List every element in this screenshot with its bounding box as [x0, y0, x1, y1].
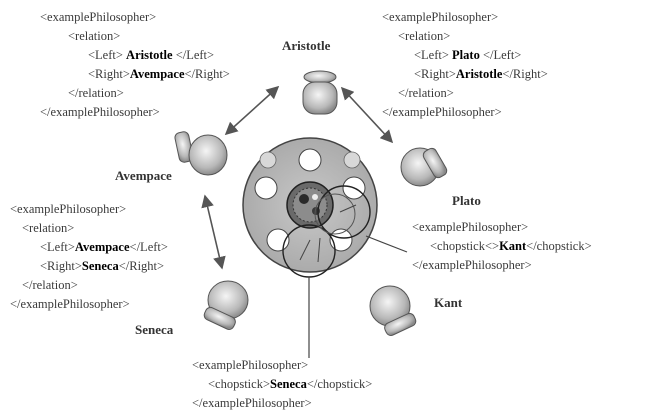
xml-open-tag: <examplePhilosopher>	[192, 356, 372, 375]
xml-tag: </Left>	[130, 240, 168, 254]
xml-left-line: <Left> Aristotle </Left>	[40, 46, 230, 65]
xml-close-tag: </examplePhilosopher>	[192, 394, 372, 413]
xml-value: Aristotle	[126, 48, 173, 62]
xml-tag: <chopstick<>	[430, 239, 499, 253]
dining-table	[243, 138, 377, 277]
xml-block-aristotle-avempace: <examplePhilosopher> <relation> <Left> A…	[40, 8, 230, 122]
callout-line-kant	[366, 236, 407, 252]
xml-value: Avempace	[130, 67, 185, 81]
relation-arrow-aristotle-avempace	[226, 87, 278, 134]
xml-value: Plato	[452, 48, 480, 62]
label-plato: Plato	[452, 193, 481, 209]
xml-block-plato-aristotle: <examplePhilosopher> <relation> <Left> P…	[382, 8, 548, 122]
xml-relation-close: </relation>	[40, 84, 230, 103]
chair-seneca	[203, 281, 248, 331]
xml-close-tag: </examplePhilosopher>	[40, 103, 230, 122]
xml-tag: <Left>	[40, 240, 75, 254]
xml-chopstick-line: <chopstick<>Kant</chopstick>	[412, 237, 592, 256]
xml-left-line: <Left> Plato </Left>	[382, 46, 548, 65]
xml-relation-close: </relation>	[382, 84, 548, 103]
xml-right-line: <Right>Avempace</Right>	[40, 65, 230, 84]
xml-open-tag: <examplePhilosopher>	[10, 200, 168, 219]
xml-chopstick-line: <chopstick>Seneca</chopstick>	[192, 375, 372, 394]
xml-value: Kant	[499, 239, 526, 253]
xml-value: Aristotle	[456, 67, 503, 81]
chair-plato	[401, 147, 449, 186]
xml-open-tag: <examplePhilosopher>	[412, 218, 592, 237]
xml-tag: <Left>	[88, 48, 123, 62]
xml-value: Avempace	[75, 240, 130, 254]
plate	[260, 152, 276, 168]
xml-open-tag: <examplePhilosopher>	[382, 8, 548, 27]
plate	[344, 152, 360, 168]
label-seneca: Seneca	[135, 322, 173, 338]
xml-relation-open: <relation>	[40, 27, 230, 46]
xml-right-line: <Right>Aristotle</Right>	[382, 65, 548, 84]
xml-tag: <Left>	[414, 48, 449, 62]
xml-tag: <Right>	[88, 67, 130, 81]
xml-tag: <Right>	[414, 67, 456, 81]
xml-right-line: <Right>Seneca</Right>	[10, 257, 168, 276]
chair-kant	[370, 286, 417, 337]
xml-tag: </Left>	[483, 48, 521, 62]
label-aristotle: Aristotle	[282, 38, 330, 54]
xml-value: Seneca	[270, 377, 307, 391]
xml-open-tag: <examplePhilosopher>	[40, 8, 230, 27]
xml-block-avempace-seneca: <examplePhilosopher> <relation> <Left>Av…	[10, 200, 168, 314]
plate	[255, 177, 277, 199]
xml-tag: <Right>	[40, 259, 82, 273]
xml-tag: </chopstick>	[526, 239, 591, 253]
label-kant: Kant	[434, 295, 462, 311]
xml-value: Seneca	[82, 259, 119, 273]
xml-relation-open: <relation>	[10, 219, 168, 238]
xml-relation-open: <relation>	[382, 27, 548, 46]
relation-arrow-avempace-seneca	[205, 196, 222, 268]
xml-tag: </Right>	[185, 67, 230, 81]
xml-relation-close: </relation>	[10, 276, 168, 295]
xml-close-tag: </examplePhilosopher>	[10, 295, 168, 314]
label-avempace: Avempace	[115, 168, 172, 184]
xml-tag: </Right>	[502, 67, 547, 81]
xml-block-kant: <examplePhilosopher> <chopstick<>Kant</c…	[412, 218, 592, 275]
xml-block-seneca: <examplePhilosopher> <chopstick>Seneca</…	[192, 356, 372, 413]
xml-tag: </chopstick>	[307, 377, 372, 391]
xml-close-tag: </examplePhilosopher>	[382, 103, 548, 122]
xml-close-tag: </examplePhilosopher>	[412, 256, 592, 275]
xml-tag: </Right>	[119, 259, 164, 273]
chair-avempace	[174, 131, 227, 175]
xml-left-line: <Left>Avempace</Left>	[10, 238, 168, 257]
plate	[299, 149, 321, 171]
xml-tag: <chopstick>	[208, 377, 270, 391]
xml-tag: </Left>	[176, 48, 214, 62]
chair-aristotle	[303, 71, 337, 114]
